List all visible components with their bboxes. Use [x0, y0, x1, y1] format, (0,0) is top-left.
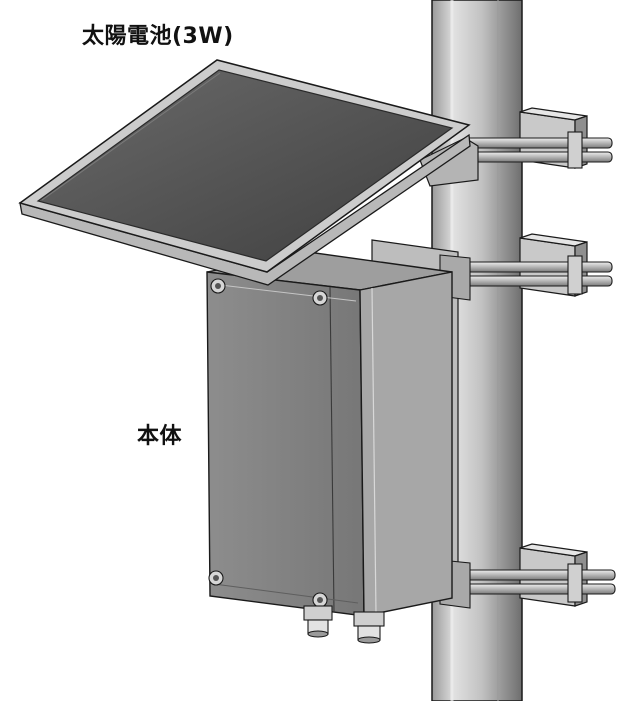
enclosure-screw-bottom-right — [312, 592, 328, 608]
solar-panel-label: 太陽電池(3W) — [82, 24, 234, 49]
cable-gland-right — [353, 611, 385, 644]
enclosure-screw-top-right — [312, 290, 328, 306]
enclosure-screw-top-left — [210, 278, 226, 294]
pole-clamp-middle — [454, 233, 613, 297]
solar-panel — [18, 59, 471, 286]
cable-gland-left — [303, 605, 333, 638]
main-body-label: 本体 — [137, 424, 183, 449]
enclosure-body — [206, 251, 453, 617]
enclosure-screw-bottom-left — [208, 570, 224, 586]
pole-clamp-top — [461, 107, 613, 169]
